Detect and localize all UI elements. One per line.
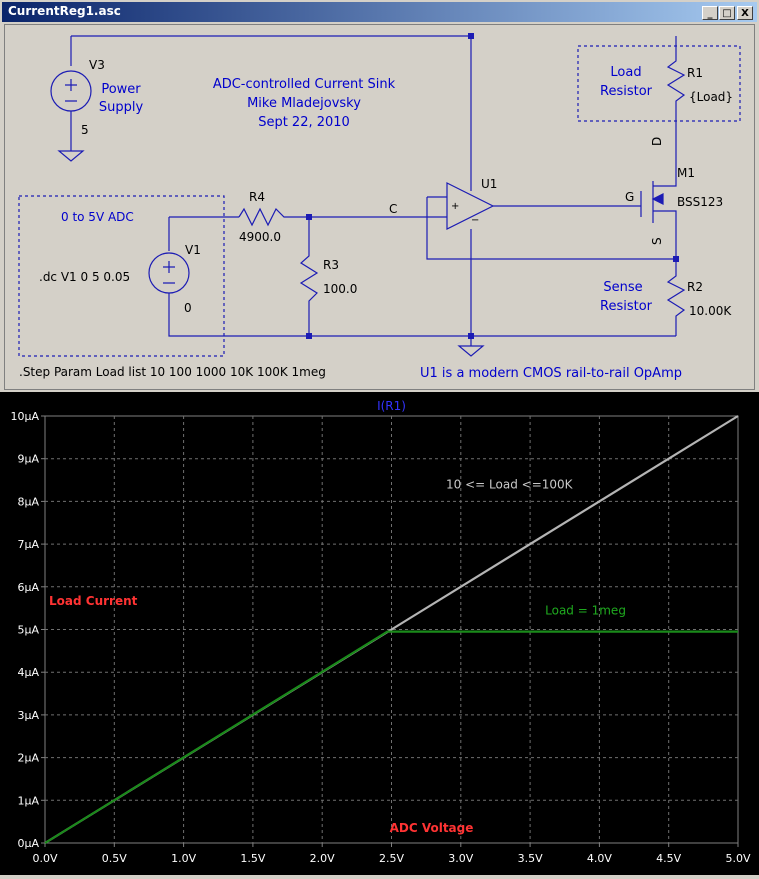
x-axis-label: ADC Voltage: [390, 821, 474, 835]
window-title: CurrentReg1.asc: [8, 4, 121, 18]
y-tick-label: 6µA: [17, 581, 39, 594]
ground-icon: [457, 229, 485, 357]
m1-source-label: S: [650, 237, 664, 245]
adc-box-label: 0 to 5V ADC: [61, 210, 134, 224]
u1-note: U1 is a modern CMOS rail-to-rail OpAmp: [420, 366, 682, 381]
v3-label-2: Supply: [99, 100, 144, 115]
v3-value: 5: [81, 123, 89, 137]
r2-name: R2: [687, 280, 703, 294]
x-tick-label: 0.0V: [32, 852, 57, 865]
title-bar[interactable]: CurrentReg1.asc _ □ X: [2, 2, 757, 22]
y-tick-label: 2µA: [17, 752, 39, 765]
y-tick-label: 0µA: [17, 837, 39, 850]
m1-mosfet-symbol: [640, 161, 677, 259]
u1-name: U1: [481, 177, 497, 191]
r2-label-1: Sense: [603, 280, 642, 295]
m1-model: BSS123: [677, 195, 723, 209]
title-line-2: Mike Mladejovsky: [247, 96, 361, 111]
series-line: [44, 630, 738, 844]
series-label-1meg: Load = 1meg: [545, 604, 626, 618]
chart-svg: 0.0V 0.5V 1.0V 1.5V 2.0V 2.5V 3.0V 3.5V 4.0V 4.5V…: [10, 399, 751, 865]
r2-resistor-symbol: [666, 259, 686, 336]
x-tick-label: 0.5V: [102, 852, 127, 865]
step-directive: .Step Param Load list 10 100 1000 10K 10…: [19, 365, 326, 379]
r1-label-1: Load: [610, 65, 641, 80]
x-tick-label: 1.5V: [240, 852, 265, 865]
m1-gate-label: G: [625, 190, 634, 204]
x-tick-label: 3.5V: [518, 852, 543, 865]
r3-value: 100.0: [323, 282, 357, 296]
m1-name: M1: [677, 166, 695, 180]
y-tick-label: 9µA: [17, 453, 39, 466]
chart-title: I(R1): [377, 399, 406, 413]
schematic-svg: V3 5 V1 0 R4 4900.0 R3 100.0 C U1 M1 BSS…: [18, 33, 741, 381]
y-tick-label: 8µA: [17, 495, 39, 508]
x-tick-label: 1.0V: [171, 852, 196, 865]
x-tick-label: 4.0V: [587, 852, 612, 865]
maximize-button[interactable]: □: [719, 6, 735, 20]
r4-value: 4900.0: [239, 230, 281, 244]
v1-name: V1: [185, 243, 201, 257]
waveform-plot[interactable]: 0.0V 0.5V 1.0V 1.5V 2.0V 2.5V 3.0V 3.5V 4.0V 4.5V…: [0, 392, 759, 875]
r2-value: 10.00K: [689, 304, 732, 318]
y-tick-label: 4µA: [17, 666, 39, 679]
y-tick-label: 1µA: [17, 794, 39, 807]
v3-name: V3: [89, 58, 105, 72]
v1-value: 0: [184, 301, 192, 315]
dc-directive: .dc V1 0 5 0.05: [39, 270, 130, 284]
y-tick-label: 10µA: [10, 410, 39, 423]
r4-name: R4: [249, 190, 265, 204]
x-tick-label: 4.5V: [656, 852, 681, 865]
y-tick-label: 3µA: [17, 709, 39, 722]
y-axis-label: Load Current: [49, 594, 138, 608]
v3-ground-icon: [57, 111, 85, 162]
x-tick-label: 5.0V: [725, 852, 750, 865]
title-line-3: Sept 22, 2010: [258, 115, 350, 130]
u1-opamp-symbol: [446, 182, 495, 230]
minimize-button[interactable]: _: [702, 6, 718, 20]
u1-minus: −: [471, 215, 479, 226]
x-tick-label: 2.5V: [379, 852, 404, 865]
node-c-label: C: [389, 202, 397, 216]
x-tick-label: 2.0V: [310, 852, 335, 865]
x-tick-label: 3.0V: [448, 852, 473, 865]
u1-plus: +: [451, 201, 459, 212]
close-button[interactable]: X: [737, 6, 753, 20]
y-tick-label: 5µA: [17, 624, 39, 637]
v3-label-1: Power: [101, 82, 141, 97]
r3-name: R3: [323, 258, 339, 272]
r1-value: {Load}: [689, 90, 733, 104]
schematic-canvas[interactable]: V3 5 V1 0 R4 4900.0 R3 100.0 C U1 M1 BSS…: [4, 24, 755, 390]
series-label-low-load: 10 <= Load <=100K: [446, 478, 574, 492]
r1-resistor-symbol: [666, 36, 686, 161]
r1-name: R1: [687, 66, 703, 80]
title-line-1: ADC-controlled Current Sink: [213, 77, 396, 92]
r3-resistor-symbol: [299, 217, 319, 336]
y-tick-label: 7µA: [17, 538, 39, 551]
r4-resistor-symbol: [238, 207, 427, 227]
r2-label-2: Resistor: [600, 299, 653, 314]
m1-drain-label: D: [650, 137, 664, 146]
load-box: [577, 45, 741, 122]
r1-label-2: Resistor: [600, 84, 653, 99]
adc-box: [18, 195, 225, 357]
